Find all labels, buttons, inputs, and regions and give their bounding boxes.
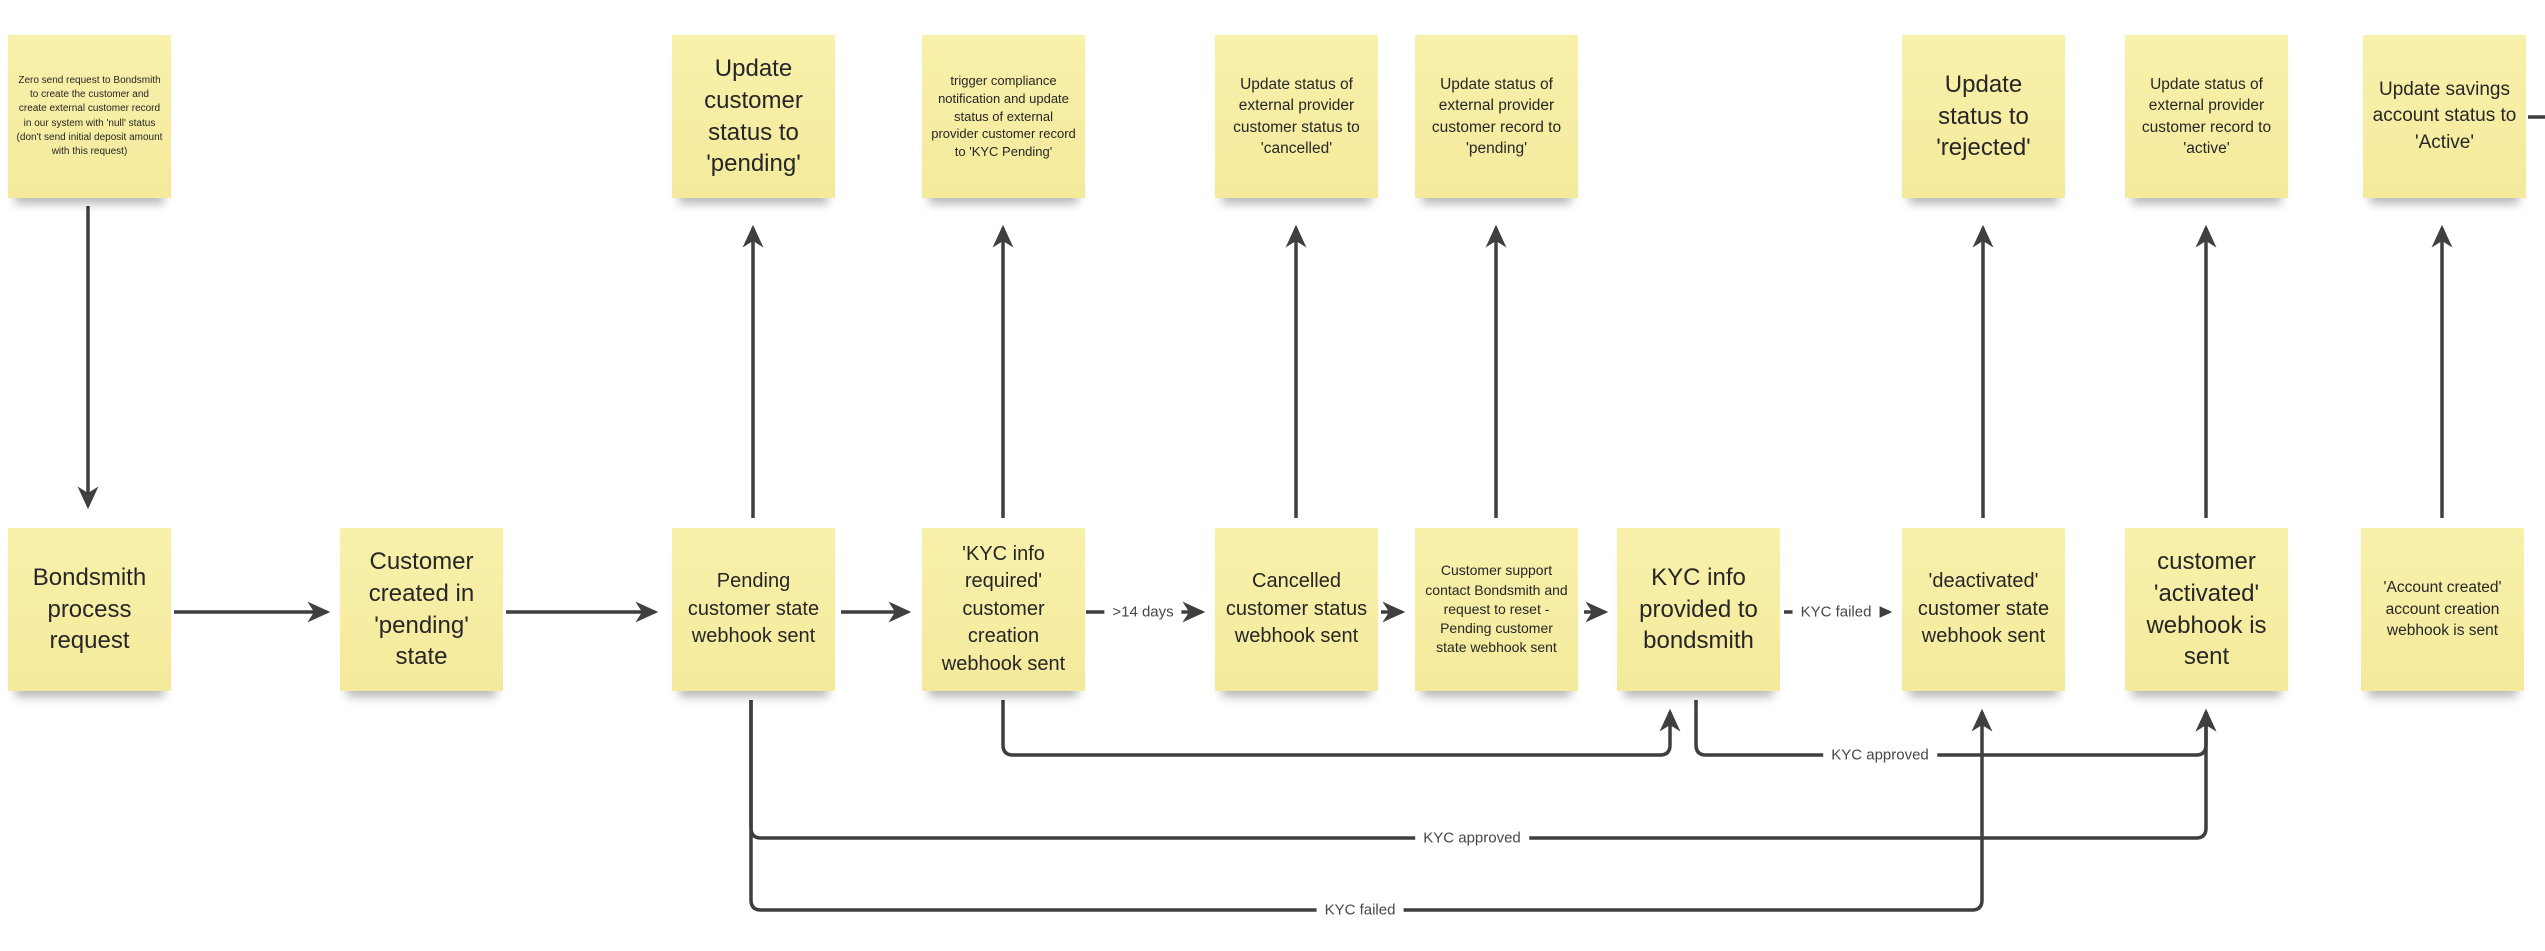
note-text: KYC info provided to bondsmith — [1639, 563, 1758, 655]
edge-label-kyc-failed-short[interactable]: KYC failed — [1792, 601, 1880, 623]
note-bondsmith-process-request[interactable]: Bondsmith process request — [8, 528, 171, 691]
note-update-status-rejected[interactable]: Update status to 'rejected' — [1902, 35, 2065, 198]
note-customer-created-pending[interactable]: Customer created in 'pending' state — [340, 528, 503, 691]
note-update-external-pending[interactable]: Update status of external provider custo… — [1415, 35, 1578, 198]
note-text: Update status of external provider custo… — [1431, 75, 1562, 157]
note-text: trigger compliance notification and upda… — [931, 72, 1076, 160]
note-zero-send-request[interactable]: Zero send request to Bondsmith to create… — [8, 35, 171, 198]
note-kyc-info-required-webhook[interactable]: 'KYC info required' customer creation we… — [922, 528, 1085, 691]
edge-label-kyc-approved-upper[interactable]: KYC approved — [1823, 744, 1937, 766]
note-text: 'Account created' account creation webho… — [2383, 579, 2502, 640]
note-text: 'deactivated' customer state webhook sen… — [1917, 570, 2050, 648]
note-text: Cancelled customer status webhook sent — [1225, 570, 1368, 648]
note-update-customer-status-pending[interactable]: Update customer status to 'pending' — [672, 35, 835, 198]
note-cancelled-webhook-sent[interactable]: Cancelled customer status webhook sent — [1215, 528, 1378, 691]
note-update-savings-active[interactable]: Update savings account status to 'Active… — [2363, 35, 2526, 198]
note-text: Pending customer state webhook sent — [687, 570, 820, 648]
connector-pending-webhook-to-deactivated-failed[interactable] — [749, 700, 1993, 912]
note-text: Bondsmith process request — [32, 563, 147, 655]
note-text: customer 'activated' webhook is sent — [2146, 548, 2267, 671]
note-update-external-cancelled[interactable]: Update status of external provider custo… — [1215, 35, 1378, 198]
connector-kyc-required-to-kyc-provided-loop[interactable] — [1001, 700, 1681, 757]
note-text: Update savings account status to 'Active… — [2372, 79, 2517, 153]
note-text: Update status to 'rejected' — [1936, 70, 2031, 162]
note-text: Zero send request to Bondsmith to create… — [16, 74, 163, 157]
connector-kyc-provided-to-activated-approved[interactable] — [1694, 700, 2217, 757]
note-deactivated-webhook-sent[interactable]: 'deactivated' customer state webhook sen… — [1902, 528, 2065, 691]
connector-pending-webhook-to-activated-approved[interactable] — [749, 700, 2217, 840]
edge-label-kyc-failed-lower[interactable]: KYC failed — [1316, 899, 1404, 921]
note-kyc-info-provided[interactable]: KYC info provided to bondsmith — [1617, 528, 1780, 691]
note-text: Update customer status to 'pending' — [704, 55, 803, 178]
note-customer-activated-webhook[interactable]: customer 'activated' webhook is sent — [2125, 528, 2288, 691]
edge-label-kyc-approved-lower[interactable]: KYC approved — [1415, 827, 1529, 849]
note-update-external-active[interactable]: Update status of external provider custo… — [2125, 35, 2288, 198]
note-text: Update status of external provider custo… — [1233, 75, 1360, 157]
note-account-created-webhook[interactable]: 'Account created' account creation webho… — [2361, 528, 2524, 691]
edge-label-14-days[interactable]: >14 days — [1104, 601, 1182, 623]
note-text: Customer created in 'pending' state — [368, 548, 475, 671]
note-text: Update status of external provider custo… — [2141, 75, 2272, 157]
note-pending-webhook-sent[interactable]: Pending customer state webhook sent — [672, 528, 835, 691]
note-trigger-compliance[interactable]: trigger compliance notification and upda… — [922, 35, 1085, 198]
note-text: Customer support contact Bondsmith and r… — [1425, 562, 1568, 656]
note-text: 'KYC info required' customer creation we… — [941, 542, 1066, 675]
note-customer-support-reset[interactable]: Customer support contact Bondsmith and r… — [1415, 528, 1578, 691]
